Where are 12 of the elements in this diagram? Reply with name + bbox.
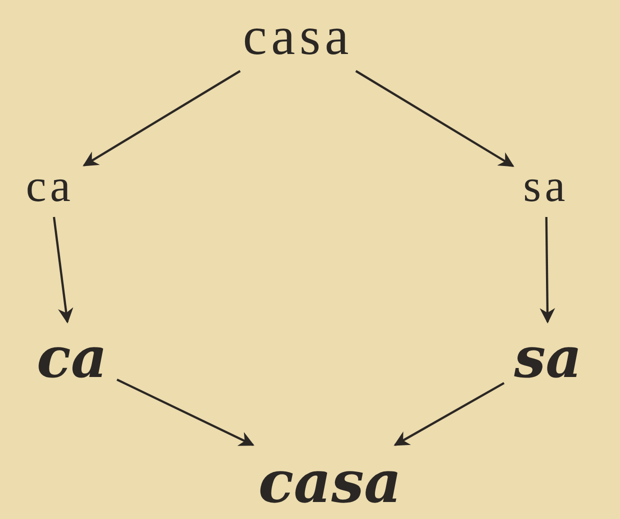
arrow <box>52 216 74 324</box>
arrow <box>82 70 241 166</box>
arrow <box>355 70 514 167</box>
cursive-word: sa <box>510 328 586 388</box>
printed-word: sa <box>519 161 573 211</box>
cursive-word: casa <box>254 451 406 513</box>
arrow <box>394 382 505 446</box>
arrow <box>116 378 254 446</box>
printed-word: casa <box>238 7 358 65</box>
cursive-word: ca <box>32 328 112 388</box>
printed-word: ca <box>22 161 78 211</box>
arrow <box>540 216 556 324</box>
